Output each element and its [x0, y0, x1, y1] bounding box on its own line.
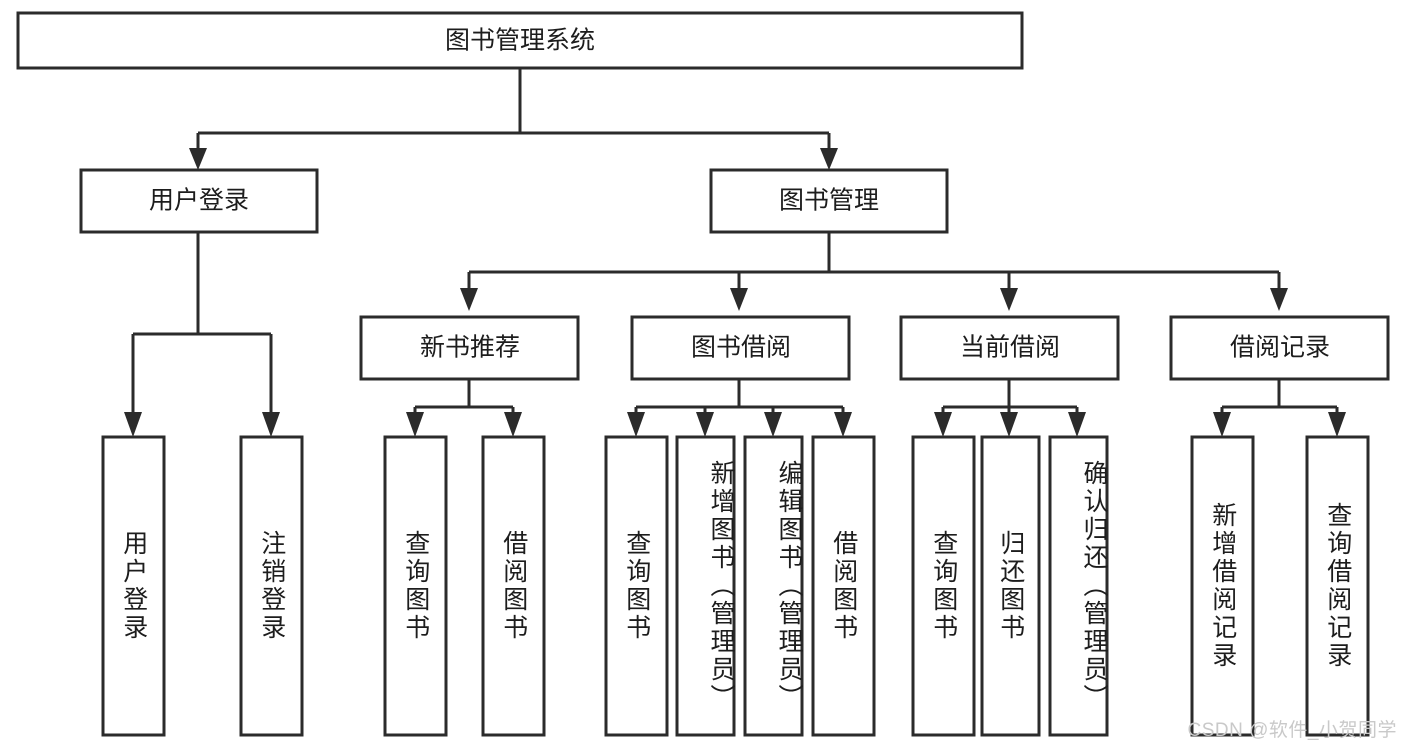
- arrowhead-leaf-borrow-book-1: [504, 412, 522, 437]
- node-book-borrow[interactable]: 图书借阅: [630, 315, 851, 381]
- node-leaf-add-record-box[interactable]: [1190, 435, 1255, 737]
- arrowhead-leaf-return-book: [1000, 412, 1018, 437]
- arrowhead-leaf-add-record: [1213, 412, 1231, 437]
- node-leaf-query-book-3-box[interactable]: [911, 435, 976, 737]
- node-borrow-record-box[interactable]: [1169, 315, 1390, 381]
- arrowhead-current-borrow: [1000, 288, 1018, 311]
- node-book-manage-label: 图书管理: [779, 187, 879, 215]
- edge-group-borrow-record-to-leaves: [1213, 379, 1346, 437]
- node-leaf-logout-box[interactable]: [239, 435, 304, 737]
- edge-group-book-borrow-to-leaves: [627, 379, 852, 437]
- csdn-watermark: CSDN @软件_小贺同学: [1187, 720, 1397, 741]
- arrowhead-leaf-add-book: [696, 412, 714, 437]
- node-leaf-query-book-2-box[interactable]: [604, 435, 669, 737]
- node-leaf-borrow-book-1-box[interactable]: [481, 435, 546, 737]
- node-new-book-rec[interactable]: 新书推荐: [359, 315, 580, 381]
- node-current-borrow[interactable]: 当前借阅: [899, 315, 1120, 381]
- node-root-box[interactable]: [16, 11, 1024, 70]
- arrowhead-user-login: [189, 148, 207, 170]
- node-leaf-confirm-return-box[interactable]: [1048, 435, 1109, 737]
- arrowhead-borrow-record: [1270, 288, 1288, 311]
- node-book-manage-box[interactable]: [709, 168, 949, 234]
- arrowhead-leaf-query-record: [1328, 412, 1346, 437]
- arrowhead-book-borrow: [730, 288, 748, 311]
- node-current-borrow-label: 当前借阅: [960, 334, 1060, 362]
- edge-group-current-borrow-to-leaves: [934, 379, 1086, 437]
- edge-group-new-book-rec-to-leaves: [406, 379, 522, 437]
- node-current-borrow-box[interactable]: [899, 315, 1120, 381]
- edge-group-user-login-to-leaves: [124, 232, 280, 437]
- node-leaf-return-book-box[interactable]: [980, 435, 1041, 737]
- node-book-manage[interactable]: 图书管理: [709, 168, 949, 234]
- node-leaf-query-book-1-box[interactable]: [383, 435, 448, 737]
- node-leaf-edit-book-box[interactable]: [743, 435, 804, 737]
- node-borrow-record[interactable]: 借阅记录: [1169, 315, 1390, 381]
- arrowhead-leaf-edit-book: [764, 412, 782, 437]
- node-root-label: 图书管理系统: [445, 27, 595, 55]
- node-new-book-rec-label: 新书推荐: [420, 334, 520, 362]
- node-root[interactable]: 图书管理系统: [16, 11, 1024, 70]
- node-borrow-record-label: 借阅记录: [1230, 334, 1330, 362]
- arrowhead-leaf-borrow-book-2: [834, 412, 852, 437]
- node-leaf-borrow-book-2-box[interactable]: [811, 435, 876, 737]
- node-leaf-user-login-box[interactable]: [101, 435, 166, 737]
- arrowhead-leaf-query-book-2: [627, 412, 645, 437]
- edge-group-root-to-level2: [189, 68, 838, 170]
- node-book-borrow-box[interactable]: [630, 315, 851, 381]
- arrowhead-leaf-query-book-1: [406, 412, 424, 437]
- arrowhead-book-manage: [820, 148, 838, 170]
- node-user-login[interactable]: 用户登录: [79, 168, 319, 234]
- arrowhead-new-book-rec: [460, 288, 478, 311]
- node-book-borrow-label: 图书借阅: [691, 334, 791, 362]
- arrowhead-leaf-confirm-return: [1068, 412, 1086, 437]
- edge-group-book-manage-to-level3: [460, 232, 1288, 311]
- node-user-login-box[interactable]: [79, 168, 319, 234]
- arrowhead-leaf-query-book-3: [934, 412, 952, 437]
- arrowhead-leaf-logout: [262, 412, 280, 437]
- node-leaf-query-record-box[interactable]: [1305, 435, 1370, 737]
- arrowhead-leaf-user-login: [124, 412, 142, 437]
- node-user-login-label: 用户登录: [149, 187, 249, 215]
- node-leaf-add-book-box[interactable]: [675, 435, 736, 737]
- node-new-book-rec-box[interactable]: [359, 315, 580, 381]
